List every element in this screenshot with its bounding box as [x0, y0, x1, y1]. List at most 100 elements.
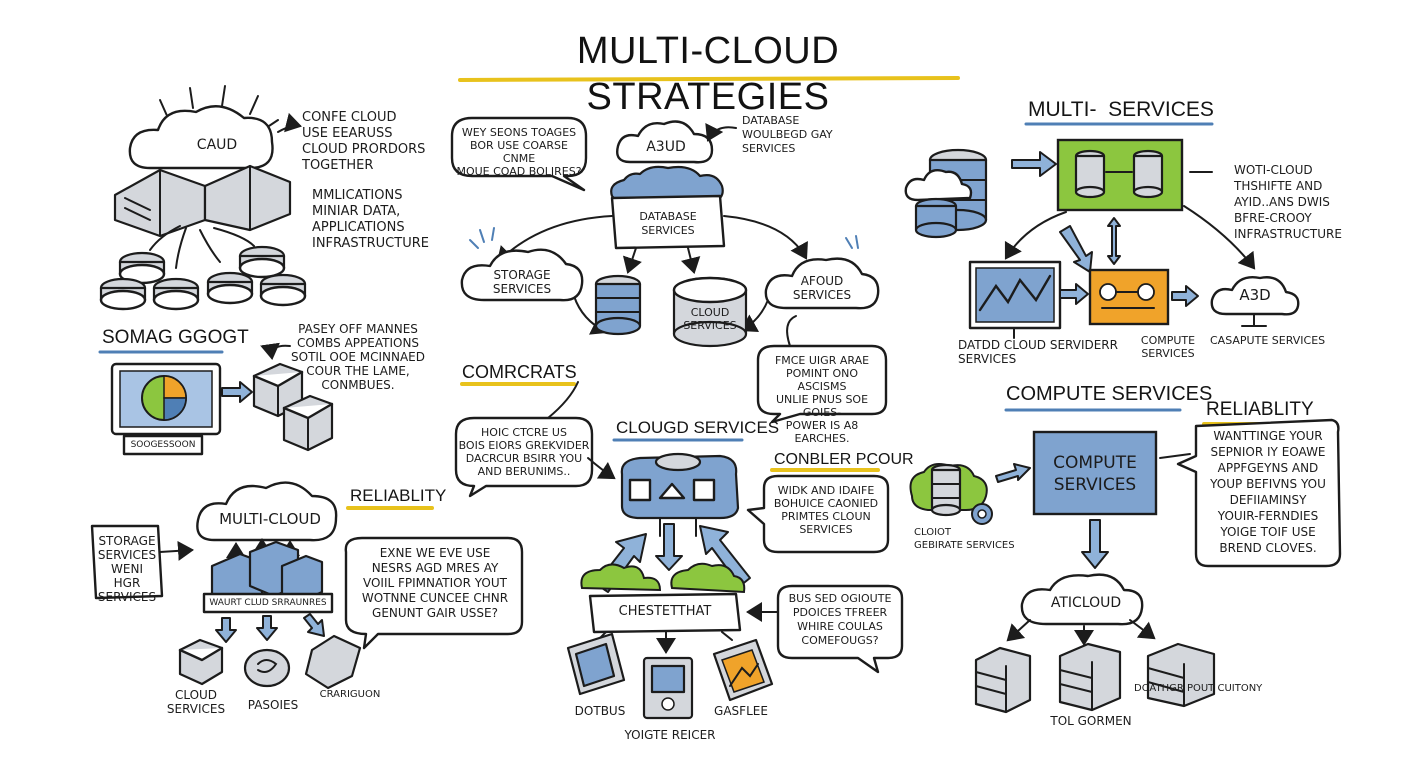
monitor-caption: SOOGESSOON	[130, 440, 196, 450]
pointer-icon	[1159, 453, 1191, 459]
multi-cloud-definition-note: CONFE CLOUD USE EEARUSS CLOUD PRORDORS T…	[302, 110, 426, 173]
left-bottom-speech: EXNE WE EVE USE NESRS AGD MRES AY VOIIL …	[361, 546, 509, 620]
storage-services-cloud-label: STORAGE SERVICES	[492, 268, 552, 296]
reliability-note: WANTTINGE YOUR SEPNIOR IY EOAWE APPFGEYN…	[1210, 429, 1326, 555]
top-left-cloud-label: CAUD	[196, 137, 238, 153]
note-pointer-icon	[277, 112, 302, 133]
rack-arrows-icon	[1006, 619, 1156, 646]
center-bottom-banner-label: CHESTETTHAT	[618, 604, 712, 619]
right-cloud-label: AFOUD SERVICES	[792, 274, 852, 302]
down-connector-icon	[599, 631, 733, 654]
aticloud-label: ATICLOUD	[1050, 595, 1122, 611]
note-box-icon	[90, 524, 164, 600]
arrow-right-icon	[995, 463, 1031, 483]
pointer-icon	[786, 315, 797, 347]
database-note: DATABASE WOULBEGD GAY SERVICES	[742, 114, 833, 155]
database-banner-label: DATABASE SERVICES	[639, 210, 697, 237]
compute-services-heading: COMPUTE SERVICES	[1006, 383, 1213, 405]
compute-services-box-label: COMPUTE SERVICES	[1053, 453, 1137, 495]
multi-services-note: WOTI-CLOUD THSHIFTE AND AYID..ANS DWIS B…	[1234, 163, 1342, 241]
cloud-services-heading: CLOUGD SERVICES	[616, 418, 780, 437]
rack-caption-1: TOL GORMEN	[1050, 714, 1132, 728]
pointer-icon	[547, 381, 579, 419]
speech-bubble-icon	[344, 536, 524, 650]
server-rack-icon-2	[1058, 642, 1122, 712]
multi-cloud-label: MULTI-CLOUD	[219, 510, 321, 528]
center-right-speech: FMCE UIGR ARAE POMINT ONO ASCISMS UNLIE …	[774, 354, 870, 445]
multi-cloud-icon	[196, 481, 338, 542]
cloud-services-caption: CLOUD SERVICES	[166, 688, 226, 716]
center-top-cloud-icon	[610, 120, 724, 206]
speech-bubble-icon	[776, 584, 904, 674]
note-pointer-icon	[705, 123, 737, 142]
arrow-right-icon	[1059, 283, 1089, 305]
reliability-heading-left: RELIABLITY	[350, 486, 447, 505]
cube-containers-icon	[252, 362, 334, 452]
page-title: MULTI-CLOUD STRATEGIES	[576, 30, 840, 118]
bottom-device-icons	[178, 634, 362, 690]
cloud-database-icon	[904, 148, 988, 239]
reliability-note-box-icon	[1176, 418, 1342, 568]
note-pointer-icon	[260, 342, 291, 360]
left-mid-heading: SOMAG GGOGT	[102, 327, 249, 348]
orange-compute-icon	[1088, 268, 1170, 326]
arrow-right-icon	[221, 381, 253, 403]
monitor-pie-chart-icon	[110, 362, 222, 456]
reliability-heading-right: RELIABLITY	[1206, 399, 1314, 420]
arrow-right-icon	[1171, 285, 1199, 307]
pasoies-caption: PASOIES	[247, 698, 299, 712]
rack-caption-2: DOATHGR POUT CUITONY	[1134, 683, 1263, 694]
a3d-cloud-icon	[1210, 276, 1300, 327]
center-left-heading: COMRCRATS	[462, 362, 577, 382]
cloud-cylinder-icon	[672, 276, 748, 348]
storage-services-note: STORAGE SERVICES WENI HGR SERVICES	[97, 534, 157, 604]
compute-caption: COMPUTE SERVICES	[1140, 334, 1196, 360]
crariguon-caption: CRARIGUON	[319, 689, 381, 700]
casapute-caption: CASAPUTE SERVICES	[1210, 334, 1326, 347]
arrow-diagonal-icon	[1059, 225, 1093, 273]
db-cluster-caption: CLOIOT GEBIRATE SERVICES	[914, 527, 1015, 551]
connector-arrows-icon	[1004, 205, 1256, 270]
green-database-panel-icon	[1056, 138, 1184, 212]
data-cloud-caption: DATDD CLOUD SERVIDERR SERVICES	[958, 338, 1118, 366]
speech-bubble-icon	[450, 116, 588, 192]
cubes-banner-label: WAURT CLUD SRRAUNRES	[209, 598, 327, 608]
aticloud-icon	[1020, 573, 1144, 626]
device-caption-2: YOIGTE REICER	[624, 728, 716, 742]
multi-services-heading: MULTI- SERVICES	[1028, 98, 1214, 121]
blue-database-icon	[594, 274, 642, 336]
cylinder-label: CLOUD SERVICES	[683, 306, 737, 332]
arrow-right-icon	[1011, 151, 1057, 177]
left-mid-note: PASEY OFF MANNES COMBS APPEATIONS SOTIL …	[291, 322, 425, 392]
a3d-cloud-label: A3D	[1239, 286, 1271, 304]
green-db-cluster-icon	[909, 463, 993, 525]
device-caption-3: GASFLEE	[714, 704, 768, 718]
chart-screen-icon	[968, 260, 1062, 339]
center-top-speech: WEY SEONS TOAGES BOR USE COARSE CNME MOU…	[456, 126, 582, 178]
cloud-services-hub-icon	[620, 452, 740, 537]
bidirectional-arrow-icon	[1107, 217, 1121, 265]
power-speech: WIDK AND IDAIFE BOHUICE CAONIED PRIMTES …	[773, 484, 879, 536]
pointer-icon	[587, 457, 616, 480]
arrow-down-icon	[1081, 519, 1109, 569]
device-server-icon	[642, 656, 694, 720]
storage-cloud-icon	[460, 248, 584, 302]
database-banner-icon	[610, 194, 726, 250]
center-cloud-label: A3UD	[646, 139, 686, 155]
center-bottom-speech: BUS SED OGIOUTE PDOICES TFREER WHIRE COU…	[788, 592, 892, 647]
speech-bubble-icon	[454, 416, 594, 498]
compute-services-box-icon	[1032, 430, 1158, 516]
arrow-icon	[159, 540, 194, 561]
banner-icon	[202, 592, 334, 614]
device-display-icon	[712, 638, 774, 702]
top-left-cloud-icon	[128, 85, 279, 170]
sparkle-icon	[469, 227, 859, 249]
server-rack-icon-3	[1146, 642, 1216, 708]
applications-note: MMLICATIONS MINIAR DATA, APPLICATIONS IN…	[312, 188, 429, 251]
green-bush-icon	[580, 562, 746, 594]
device-tablet-icon	[566, 632, 626, 696]
banner-icon	[588, 592, 742, 634]
speech-bubble-icon	[756, 344, 888, 424]
center-left-speech: HOIC CTCRE US BOIS EIORS GREKVIDER DACRC…	[458, 426, 590, 478]
